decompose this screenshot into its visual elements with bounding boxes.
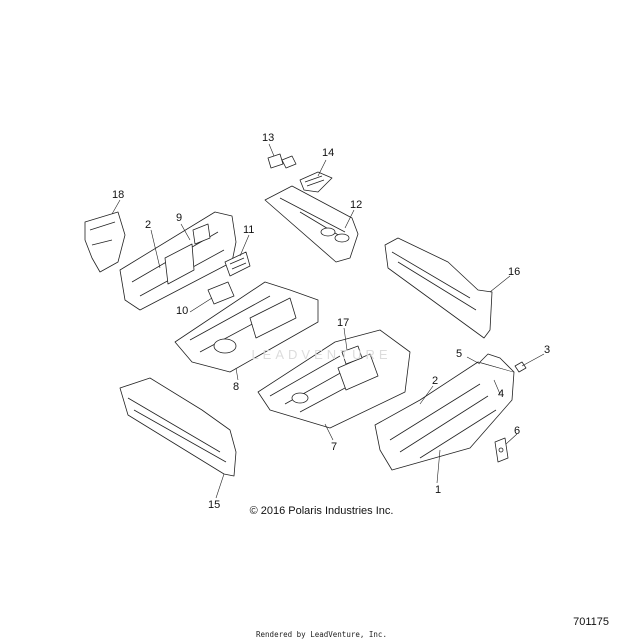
callout-14: 14 [322,147,335,159]
callout-2-right: 2 [432,375,439,387]
callout-2-left: 2 [145,219,152,231]
part-6-bracket [494,437,509,463]
part-16-right-side-sill [384,237,493,339]
callout-12: 12 [350,199,363,211]
leader-lines [111,143,545,499]
part-7-main-floor-pan [257,329,411,429]
copyright-notice: © 2016 Polaris Industries Inc. [249,505,394,517]
callout-5: 5 [456,348,463,360]
callout-4: 4 [498,388,505,400]
callout-9: 9 [176,212,183,224]
part-11-label-plate [224,251,251,277]
part-1-right-floor [374,353,515,471]
diagram-part-number: 701175 [573,616,609,628]
callout-13: 13 [262,132,275,144]
part-3-clip [514,361,527,373]
callout-8: 8 [233,381,240,393]
render-credit: Rendered by LeadVenture, Inc. [256,630,387,639]
part-18-side-panel [84,211,126,273]
part-8-floor-tray [174,281,319,373]
watermark: LEADVENTURE [251,347,392,362]
part-2-9-rear-panel [119,211,237,311]
callout-10: 10 [176,305,189,317]
callout-16: 16 [508,266,521,278]
callout-11: 11 [243,224,255,236]
part-13-bracket [267,153,297,169]
callout-6: 6 [514,425,521,437]
part-17-insert [341,345,363,365]
callout-15: 15 [208,499,221,511]
part-14-shifter-boot [299,171,333,193]
part-12-center-console [264,185,359,263]
callout-7: 7 [331,441,338,453]
part-10-cover [207,281,235,305]
part-15-left-side-sill [119,377,237,477]
callout-3: 3 [544,344,551,356]
callout-1: 1 [435,484,442,496]
callout-17: 17 [337,317,350,329]
callout-18: 18 [112,189,125,201]
